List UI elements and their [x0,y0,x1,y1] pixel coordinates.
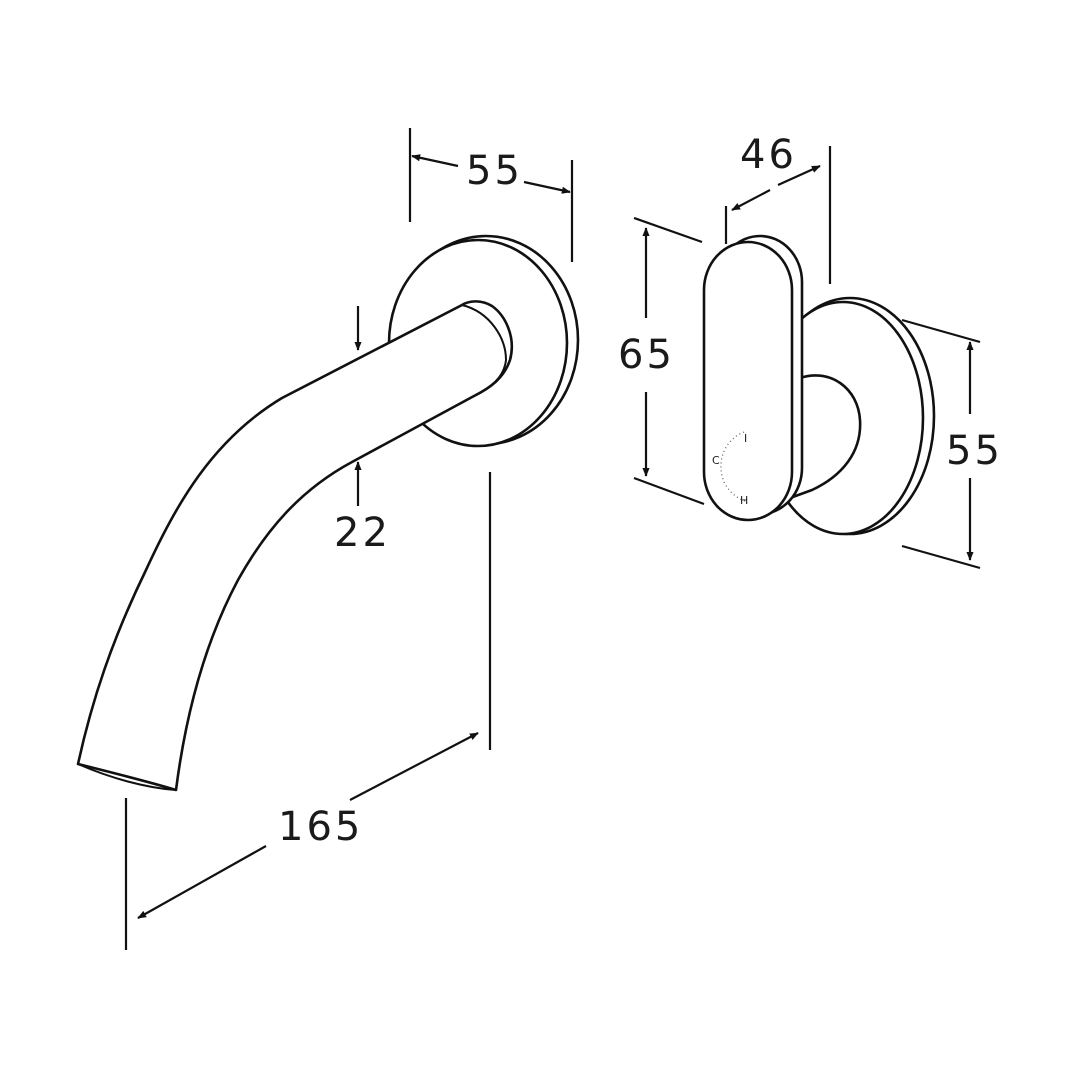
dimension-spout-diameter: 22 [334,306,391,556]
lever-mark-hot: H [740,494,748,507]
dimension-label: 55 [466,148,523,194]
dimension-label: 65 [618,332,675,378]
lever-face [702,240,794,522]
dimension-label: 165 [278,804,363,850]
dimension-lever-depth: 46 [724,132,832,284]
dimension-handle-backplate: 55 [901,318,1003,570]
spout-body [76,300,514,792]
lever-mark-top: I [744,432,747,445]
lever-mark-cold: C [712,454,720,467]
dimension-label: 55 [946,428,1003,474]
spout-outlet [77,763,177,791]
dimension-label: 46 [740,132,797,178]
lever-stem [788,374,862,500]
temperature-dial [720,431,749,503]
dimension-lever-height: 65 [618,216,705,506]
dimension-spout-backplate: 55 [408,128,574,262]
dimension-spout-length: 165 [124,472,492,950]
spout-assembly [76,234,580,792]
dimension-label: 22 [334,510,391,556]
mixer-assembly: I C H [702,234,936,536]
spout-collar [461,304,508,397]
